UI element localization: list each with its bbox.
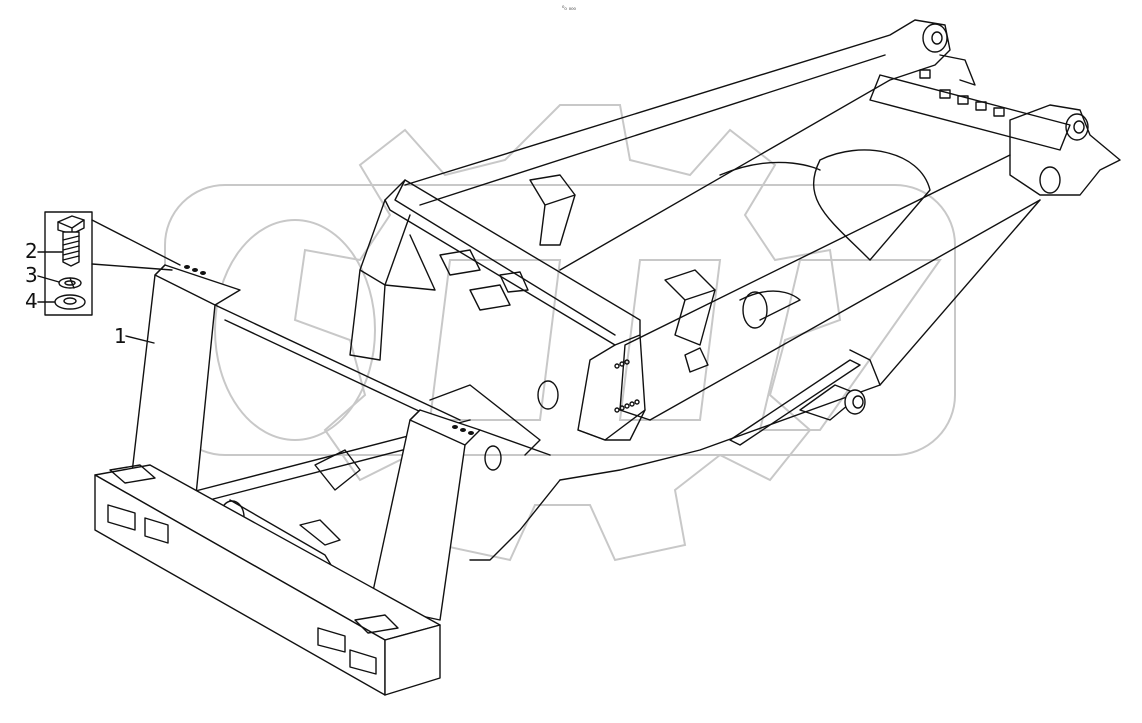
callout-2: 2 xyxy=(25,239,63,263)
cross-member-slots xyxy=(919,69,1005,117)
svg-text:3: 3 xyxy=(25,263,38,287)
callout-3: 3 xyxy=(25,263,60,287)
right-mast-holes xyxy=(452,425,474,435)
fastener-group xyxy=(44,211,181,316)
lower-pivot-eye xyxy=(1065,113,1089,141)
gantry-leg-holes xyxy=(614,359,640,413)
boom-lower-arm xyxy=(619,154,1041,421)
leader-to-left-mast xyxy=(91,219,181,266)
callout-1: 1 xyxy=(114,324,155,348)
bolt-icon xyxy=(57,215,85,267)
watermark-logo xyxy=(164,104,956,562)
page-marker: ⁰₀ ₀₀₀ xyxy=(562,5,577,12)
boom-upper-arm xyxy=(404,19,951,271)
frame xyxy=(94,19,1121,696)
flat-washer-icon xyxy=(54,294,86,310)
bumper-slots xyxy=(107,464,399,675)
svg-text:2: 2 xyxy=(25,239,38,263)
callout-4: 4 xyxy=(25,289,56,313)
svg-text:4: 4 xyxy=(25,289,38,313)
lock-washer-icon xyxy=(58,277,82,289)
left-mast-holes xyxy=(184,265,206,275)
upper-pivot-eye xyxy=(922,23,948,53)
svg-text:1: 1 xyxy=(114,324,127,348)
